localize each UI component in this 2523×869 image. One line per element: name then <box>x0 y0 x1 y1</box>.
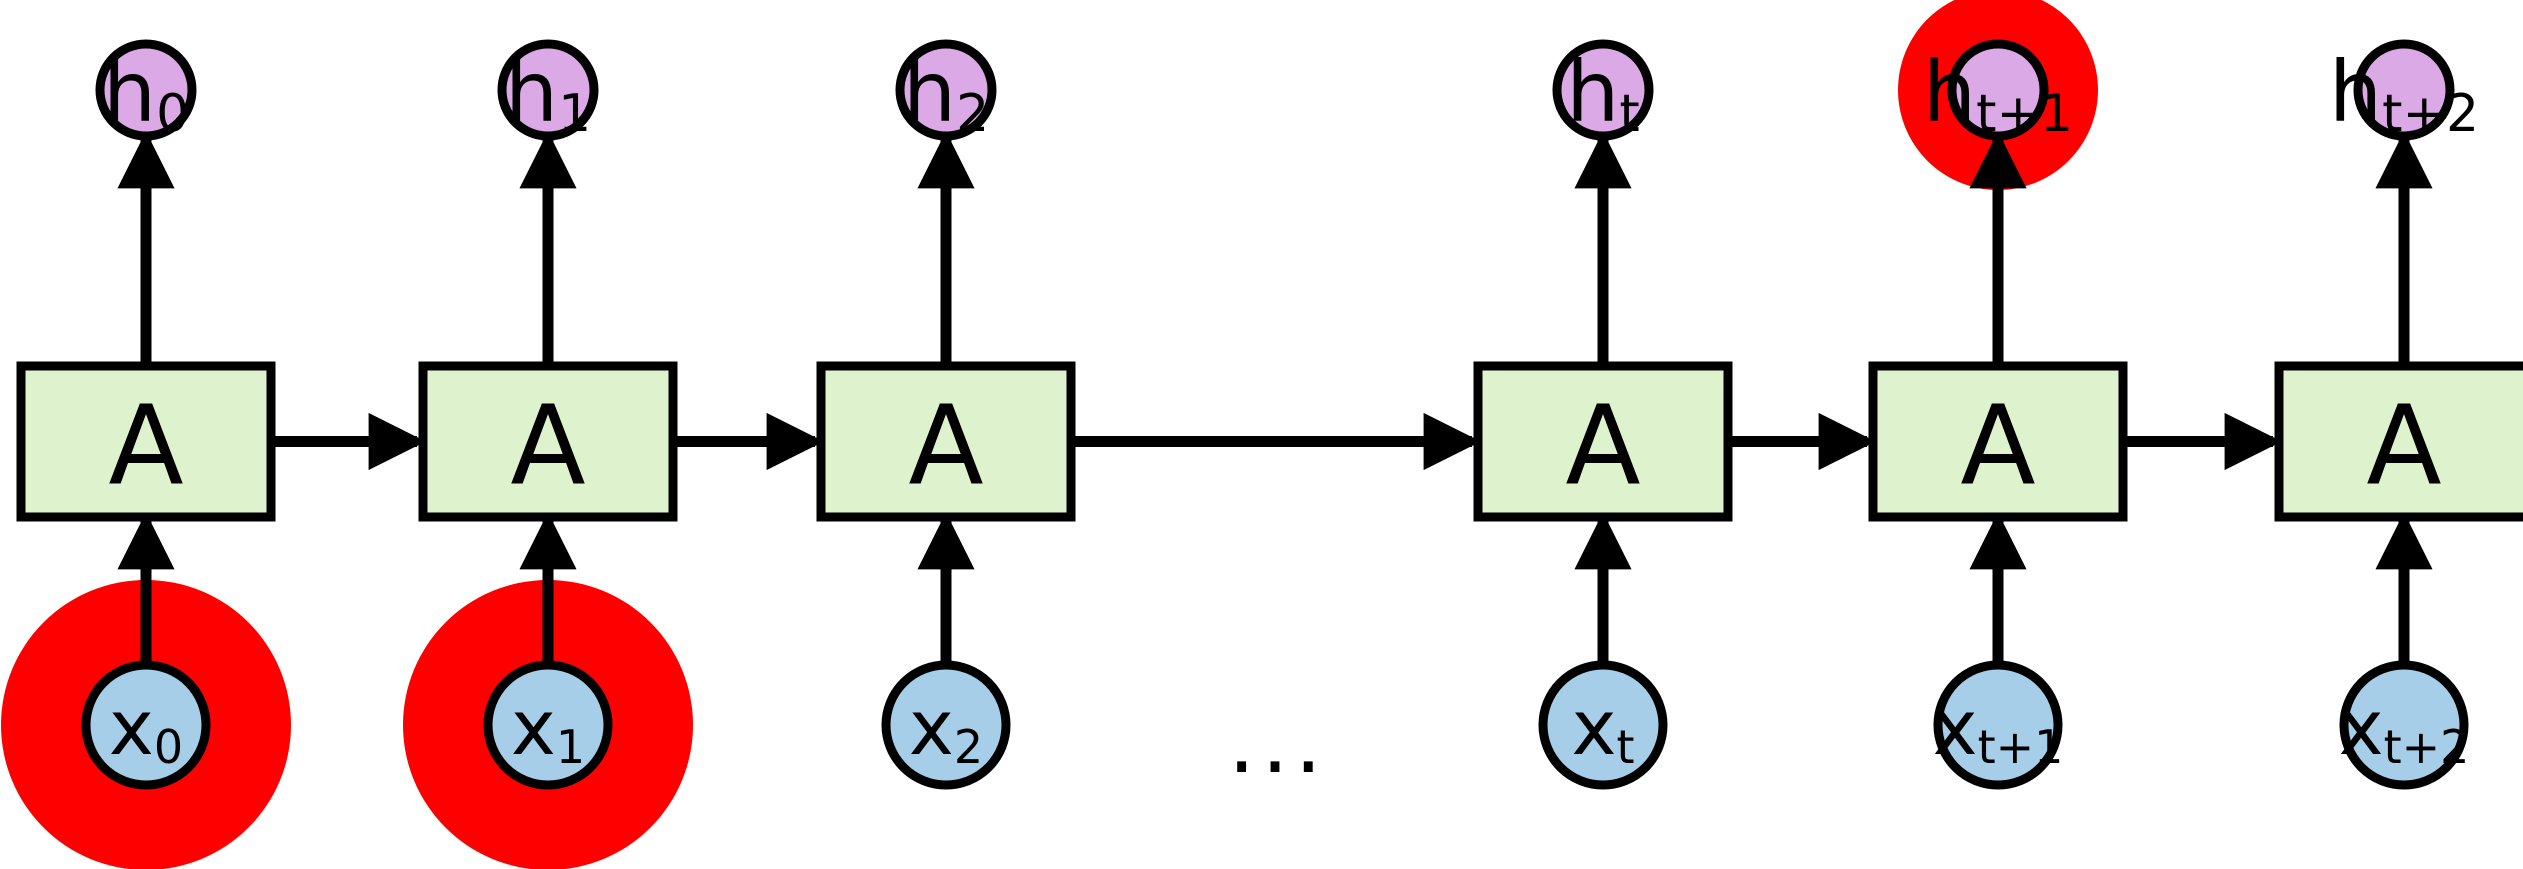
ellipsis-layer: ... <box>1228 693 1328 793</box>
rnn-cell-tt1[interactable] <box>1868 361 2128 522</box>
hidden-state-label-tt: ht <box>1566 43 1640 144</box>
ellipsis-label: ... <box>1228 693 1328 793</box>
rnn-cell-label-tt2: A <box>2366 382 2441 510</box>
input-label-t1: x1 <box>511 683 585 775</box>
rnn-cell-tt[interactable] <box>1473 361 1733 522</box>
edge-layer <box>117 131 2433 665</box>
input-node-tt[interactable] <box>1538 660 1668 790</box>
rnn-cell-t0[interactable] <box>16 361 276 522</box>
hidden-state-node-t2[interactable] <box>895 39 997 141</box>
hidden-state-label-t1: h1 <box>505 43 591 144</box>
hidden-state-node-tt[interactable] <box>1552 39 1654 141</box>
hidden-state-label-t2: h2 <box>903 43 989 144</box>
hidden-state-node-tt1[interactable] <box>1947 39 2049 141</box>
rnn-cell-t2[interactable] <box>816 361 1076 522</box>
hidden-state-label-t0: h0 <box>103 43 189 144</box>
input-node-t2[interactable] <box>881 660 1011 790</box>
rnn-cell-label-tt: A <box>1565 382 1640 510</box>
rnn-cell-label-tt1: A <box>1960 382 2035 510</box>
input-label-tt2: xt+2 <box>2339 683 2470 775</box>
rnn-cell-t1[interactable] <box>418 361 678 522</box>
input-node-tt2[interactable] <box>2339 660 2469 790</box>
node-layer: Ah0 x0 Ah1 x1 Ah2 x2 Aht xt Aht+1 xt+1 Aht+2 xt+2 <box>16 39 2523 790</box>
rnn-cell-label-t1: A <box>510 382 585 510</box>
rnn-cell-tt2[interactable] <box>2274 361 2523 522</box>
input-node-t0[interactable] <box>81 660 211 790</box>
hidden-state-node-t0[interactable] <box>95 39 197 141</box>
hidden-state-node-t1[interactable] <box>497 39 599 141</box>
input-label-t2: x2 <box>909 683 983 775</box>
hidden-state-node-tt2[interactable] <box>2353 39 2455 141</box>
input-label-tt: xt <box>1571 683 1634 775</box>
rnn-cell-label-t0: A <box>108 382 183 510</box>
hidden-state-label-tt2: ht+2 <box>2329 43 2479 144</box>
hidden-state-label-tt1: ht+1 <box>1923 43 2073 144</box>
input-label-t0: x0 <box>109 683 183 775</box>
input-label-tt1: xt+1 <box>1933 683 2064 775</box>
rnn-cell-label-t2: A <box>908 382 983 510</box>
input-node-t1[interactable] <box>483 660 613 790</box>
input-node-tt1[interactable] <box>1933 660 2063 790</box>
